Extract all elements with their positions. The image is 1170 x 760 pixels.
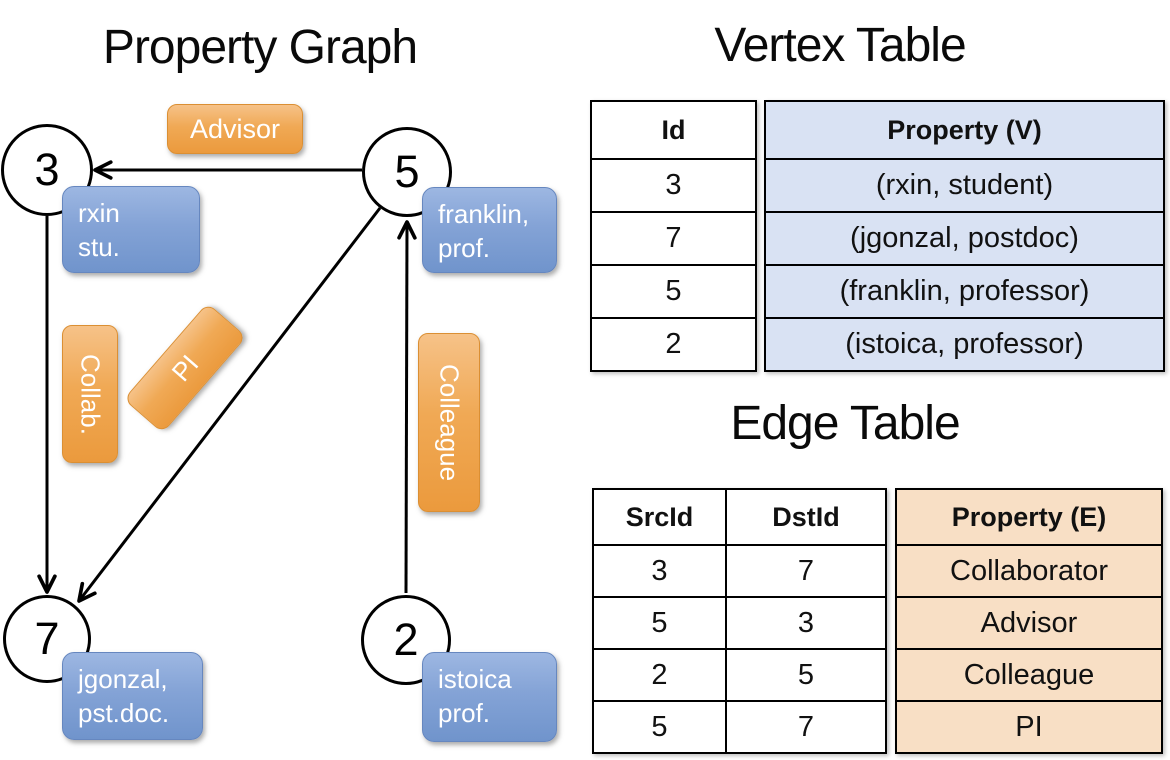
node-id: 5 [394,146,420,197]
edge-table-dstid-header: DstId [772,501,840,532]
edge-table-src-dst-columns: SrcId DstId 3 7 5 3 2 5 5 7 [592,488,887,754]
vertex-label-line2: prof. [438,233,491,264]
edge-label-advisor: Advisor [167,104,303,154]
table-cell: 3 [594,546,727,596]
table-cell: (jgonzal, postdoc) [766,211,1163,264]
vertex-label-line1: franklin, [438,199,530,229]
edge-table-property-header: Property (E) [951,501,1107,532]
table-cell: (franklin, professor) [766,264,1163,317]
table-cell: 3 [797,606,815,639]
edge-label-collab: Collab. [62,325,118,463]
vertex-label-istoica: istoica prof. [422,652,557,742]
table-cell: 7 [797,710,815,743]
graph-node-5: 5 [362,127,452,217]
property-graph-title: Property Graph [102,21,418,74]
table-cell: (rxin, student) [766,158,1163,211]
table-cell: Collaborator [897,544,1161,596]
table-cell: PI [897,700,1161,752]
table-cell: (istoica, professor) [766,317,1163,370]
table-cell: Colleague [897,648,1161,700]
edge-label-colleague: Colleague [418,333,480,512]
table-cell: 2 [592,317,755,370]
table-cell: 5 [594,702,727,752]
vertex-label-jgonzal: jgonzal, pst.doc. [62,652,203,740]
node-id: 7 [34,613,60,664]
vertex-table-property-column: Property (V) (rxin, student) (jgonzal, p… [764,100,1165,372]
edge-table-srcid-header: SrcId [594,490,727,544]
vertex-label-line2: stu. [78,232,120,263]
vertex-table-title: Vertex Table [714,19,966,72]
table-cell: Advisor [897,596,1161,648]
vertex-table-id-column: Id 3 7 5 2 [590,100,757,372]
table-cell: 5 [797,658,815,691]
vertex-label-line1: jgonzal, [78,664,168,694]
node-id: 3 [34,144,60,195]
vertex-label-line1: istoica [438,664,512,694]
vertex-label-line2: pst.doc. [78,698,170,729]
table-cell: 5 [594,598,727,648]
table-cell: 2 [594,650,727,700]
edge-5-to-7 [77,207,382,603]
edge-2-to-5 [397,220,417,594]
table-cell: 3 [592,158,755,211]
node-id: 2 [393,614,419,665]
edge-table-property-column: Property (E) Collaborator Advisor Collea… [895,488,1163,754]
vertex-label-line2: prof. [438,698,491,729]
graph-edges [37,160,417,603]
table-cell: 5 [592,264,755,317]
vertex-table-property-header: Property (V) [887,114,1042,145]
table-cell: 7 [592,211,755,264]
graph-node-2: 2 [361,595,451,685]
table-cell: 7 [797,554,815,587]
edge-table-title: Edge Table [730,397,960,450]
vertex-label-rxin: rxin stu. [62,186,200,273]
vertex-label-franklin: franklin, prof. [422,187,557,273]
vertex-label-line1: rxin [78,198,120,228]
vertex-table-id-header: Id [661,114,686,145]
